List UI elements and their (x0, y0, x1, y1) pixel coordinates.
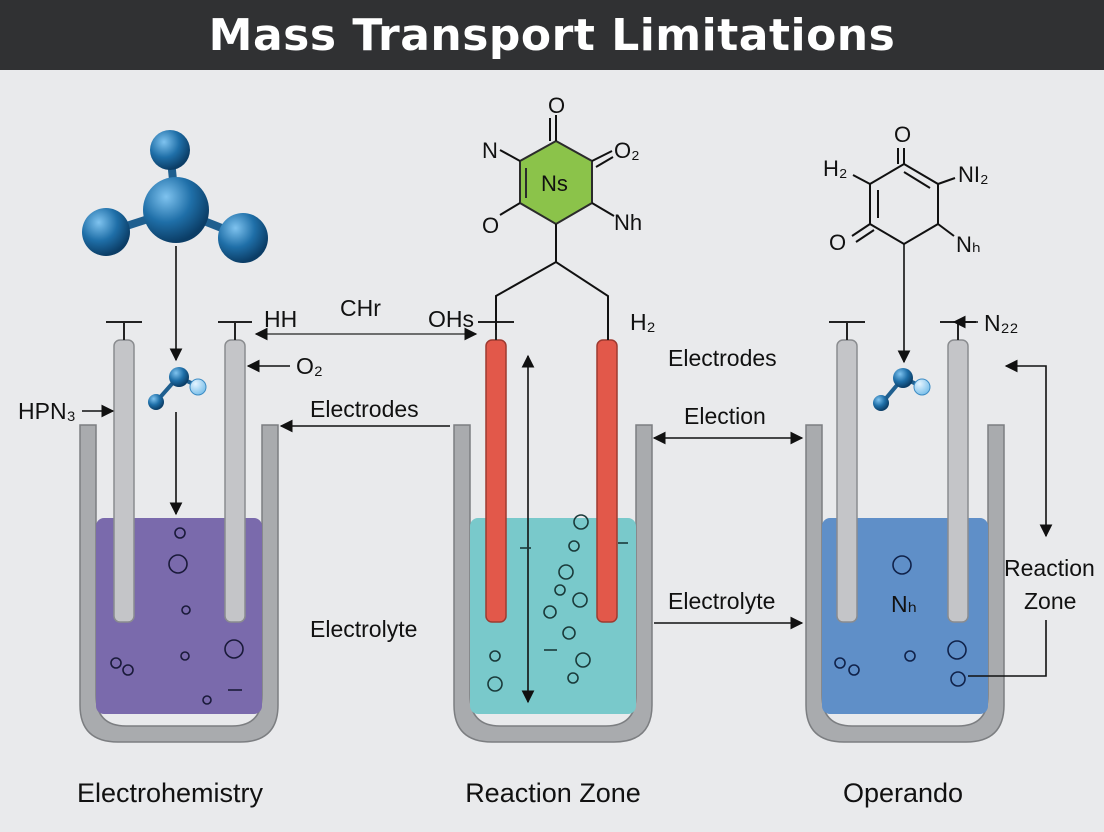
electrodes-right-label: Electrodes (668, 345, 777, 371)
election-label: Election (684, 403, 766, 429)
connector-reaction-zone (968, 620, 1047, 677)
nh-right-label: Nₕ (891, 591, 917, 617)
electrode-left-a (106, 321, 142, 623)
caption-right: Operando (843, 778, 963, 808)
reaction-zone-side-label-1: Reaction (1004, 555, 1095, 581)
molecule-right-ring (851, 148, 956, 246)
electrode-middle-b (596, 339, 618, 623)
caption-middle: Reaction Zone (465, 778, 641, 808)
title-bar: Mass Transport Limitations (0, 0, 1104, 70)
electrode-middle-a (478, 321, 514, 623)
arrow-reaction-zone-side (1004, 359, 1053, 538)
electrodes-left-label: Electrodes (310, 396, 419, 422)
hh-label: HH (264, 306, 297, 332)
chr-label: CHr (340, 295, 381, 321)
ohs-label: OHs (428, 306, 474, 332)
molecule-left-tetrahedral (82, 130, 268, 263)
electrolyte-left-label: Electrolyte (310, 616, 417, 642)
molecule-middle-hexagon (495, 115, 615, 340)
small-molecule-left (148, 367, 207, 410)
bubbles-left (110, 527, 244, 705)
ring-o-left-label: O (829, 230, 846, 255)
hex-o2-label: O₂ (614, 138, 640, 163)
electrode-left-b (218, 321, 252, 623)
h2-top-label: H₂ (630, 309, 656, 335)
page-title: Mass Transport Limitations (208, 9, 896, 61)
beaker-left (79, 424, 279, 743)
ring-ni2-label: NI₂ (958, 162, 989, 187)
o2-label: O₂ (296, 353, 323, 379)
hex-center-label: Ns (541, 171, 568, 196)
ring-nh-label: Nₕ (956, 232, 981, 257)
hex-n-left-label: N (482, 138, 498, 163)
bubbles-right (834, 555, 967, 687)
ring-h2-label: H₂ (823, 156, 847, 181)
electrode-right-a (829, 321, 865, 623)
electrolyte-cyan (470, 518, 636, 714)
hpn3-label: HPN₃ (18, 398, 76, 424)
hex-nh-label: Nh (614, 210, 642, 235)
bubbles-middle (487, 514, 628, 692)
small-molecule-right (873, 368, 931, 411)
electrolyte-purple (96, 518, 262, 714)
hex-o-left-label: O (482, 213, 499, 238)
electrolyte-right-label: Electrolyte (668, 588, 775, 614)
hex-o-top-label: O (548, 93, 565, 118)
ring-o-top-label: O (894, 122, 911, 147)
reaction-zone-side-label-2: Zone (1024, 588, 1076, 614)
n22-label: N₂₂ (984, 310, 1018, 336)
electrolyte-blue (822, 518, 988, 714)
beaker-middle (453, 424, 653, 743)
beaker-right (805, 424, 1005, 743)
caption-left: Electrohemistry (77, 778, 264, 808)
